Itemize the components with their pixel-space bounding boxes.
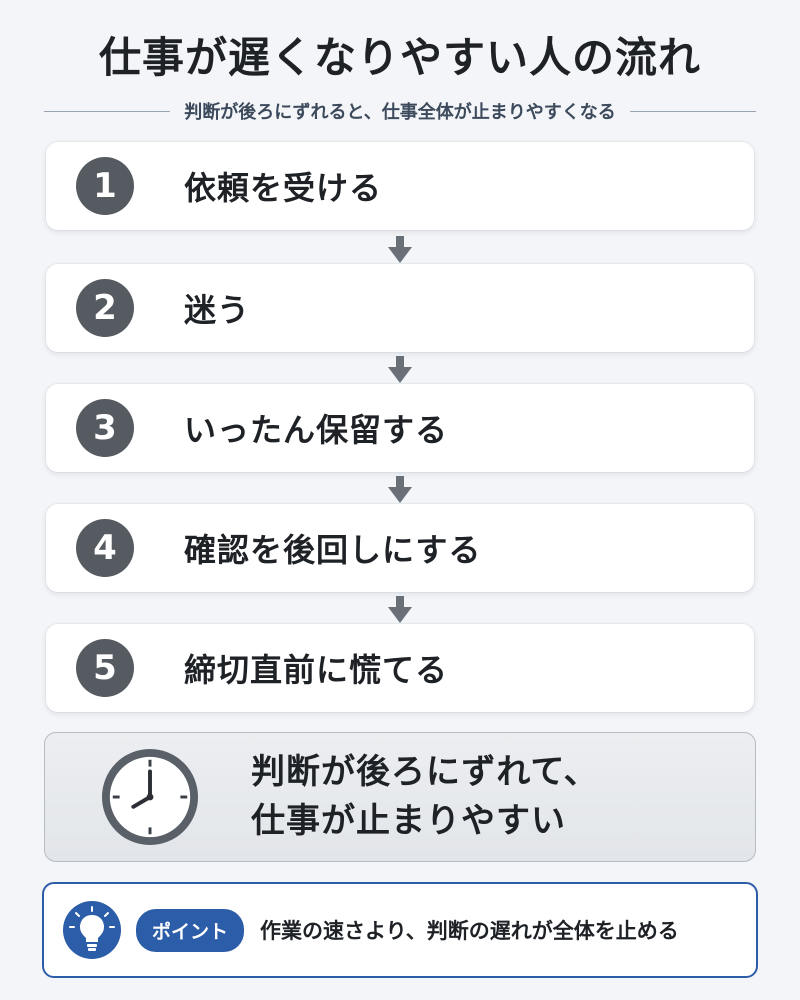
down-arrow-icon (388, 356, 412, 383)
point-text: 作業の速さより、判断の遅れが全体を止める (260, 919, 679, 943)
page-title: 仕事が遅くなりやすい人の流れ (98, 33, 701, 82)
down-arrow-icon (388, 476, 412, 503)
down-arrow-icon (388, 596, 412, 623)
subtitle-row: 判断が後ろにずれると、仕事全体が止まりやすくなる (44, 94, 756, 128)
subtitle: 判断が後ろにずれると、仕事全体が止まりやすくなる (184, 102, 616, 123)
step-label-2: 迷う (184, 291, 251, 329)
point-badge: ポイント (136, 908, 245, 952)
step-number-1: 1 (76, 157, 134, 215)
step-number-5: 5 (76, 639, 134, 697)
summary-line-1: 判断が後ろにずれて、 (251, 751, 599, 792)
step-card-5: 5 締切直前に慌てる (46, 624, 754, 712)
step-card-3: 3 いったん保留する (46, 384, 754, 472)
step-card-1: 1 依頼を受ける (46, 142, 754, 230)
down-arrow-icon (388, 236, 412, 263)
step-card-2: 2 迷う (46, 264, 754, 352)
summary-line-2: 仕事が止まりやすい (251, 801, 566, 841)
step-label-4: 確認を後回しにする (184, 531, 482, 569)
subtitle-rule-right (629, 110, 756, 112)
subtitle-rule-left (44, 110, 171, 112)
step-label-1: 依頼を受ける (184, 169, 383, 207)
clock-icon (101, 748, 199, 846)
point-box: ポイント 作業の速さより、判断の遅れが全体を止める (42, 882, 758, 978)
step-label-5: 締切直前に慌てる (184, 651, 449, 689)
summary-text: 判断が後ろにずれて、 仕事が止まりやすい (251, 748, 599, 847)
step-card-4: 4 確認を後回しにする (46, 504, 754, 592)
step-number-3: 3 (76, 399, 134, 457)
step-label-3: いったん保留する (184, 411, 449, 449)
summary-box: 判断が後ろにずれて、 仕事が止まりやすい (44, 732, 756, 862)
step-number-4: 4 (76, 519, 134, 577)
step-number-2: 2 (76, 279, 134, 337)
lightbulb-icon (63, 901, 121, 959)
